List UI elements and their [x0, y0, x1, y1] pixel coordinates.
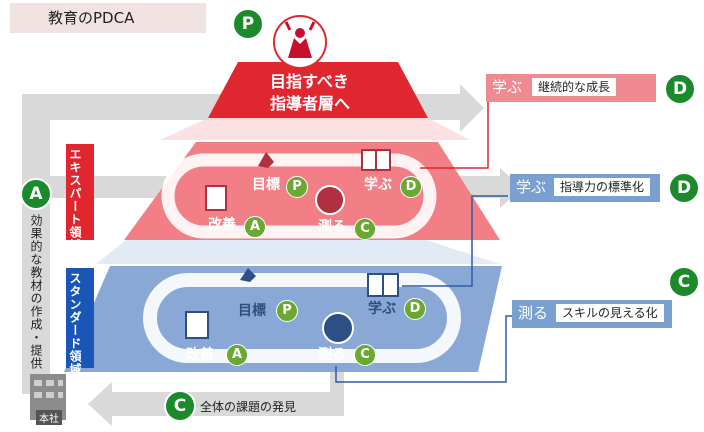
standard-badge: P — [276, 300, 298, 322]
page-title: 教育のPDCA — [10, 3, 206, 33]
bottom-arrow-head — [88, 382, 112, 426]
output-text: 継続的な成長 — [532, 78, 617, 96]
badge-a-left: A — [20, 178, 52, 210]
expert-area-tag — [66, 144, 94, 240]
expert-item-label: 目標 — [252, 177, 280, 193]
hand-pointer-icon — [240, 268, 256, 282]
expert-badge: C — [354, 218, 376, 240]
standard-item-label: 改善 — [186, 347, 214, 363]
badge-c-bottom: C — [164, 390, 196, 422]
output-box-visualize: 測る スキルの見える化 — [512, 300, 672, 328]
book-icon — [367, 273, 399, 297]
expert-item-label: 改善 — [208, 217, 236, 233]
hq-label: 本社 — [36, 410, 62, 425]
standard-area-label: スタンダード領域 — [68, 272, 82, 376]
gauge-icon — [315, 185, 345, 215]
output-box-standardize: 学ぶ 指導力の標準化 — [510, 174, 660, 202]
left-arrow-shaft — [22, 94, 50, 394]
hand-pointer-icon — [258, 152, 274, 168]
standard-badge: A — [226, 344, 248, 366]
output-box-growth: 学ぶ 継続的な成長 — [486, 74, 656, 102]
output-key: 測る — [518, 304, 549, 322]
expert-area-label: エキスパート領域 — [68, 148, 82, 252]
badge-d-output2: D — [668, 172, 700, 204]
bottom-arrow-bar — [110, 392, 340, 416]
output-key: 学ぶ — [516, 178, 547, 196]
top-trapezoid — [208, 62, 428, 118]
expert-item-label: 測る — [318, 219, 346, 235]
expert-badge: P — [286, 176, 308, 198]
badge-c-output3: C — [668, 266, 700, 298]
standard-badge: C — [354, 344, 376, 366]
standard-badge: D — [404, 298, 426, 320]
top-line1: 目指すべき — [270, 72, 349, 91]
bottom-arrow-riser — [330, 360, 344, 416]
top-arrow-head — [460, 84, 484, 132]
gauge-icon — [322, 312, 354, 344]
output-text: スキルの見える化 — [556, 304, 664, 322]
standard-item-label: 測る — [318, 347, 346, 363]
expert-badge: D — [400, 176, 422, 198]
expert-item-label: 学ぶ — [364, 177, 392, 193]
left-arrow-text: 効果的な教材の作成・提供 — [29, 214, 43, 370]
standard-item-label: 学ぶ — [368, 301, 396, 317]
expert-badge: A — [244, 216, 266, 238]
badge-p-top: P — [232, 8, 264, 40]
output-text: 指導力の標準化 — [554, 178, 651, 196]
note-edit-icon — [205, 185, 227, 211]
standard-area-tag — [66, 268, 94, 368]
standard-item-label: 目標 — [238, 303, 266, 319]
bottom-text: 全体の課題の発見 — [200, 400, 297, 414]
note-edit-icon — [185, 311, 209, 339]
top-line2: 指導者層へ — [270, 94, 351, 113]
badge-d-output1: D — [664, 73, 696, 105]
book-icon — [361, 149, 391, 171]
output-key: 学ぶ — [492, 78, 523, 96]
